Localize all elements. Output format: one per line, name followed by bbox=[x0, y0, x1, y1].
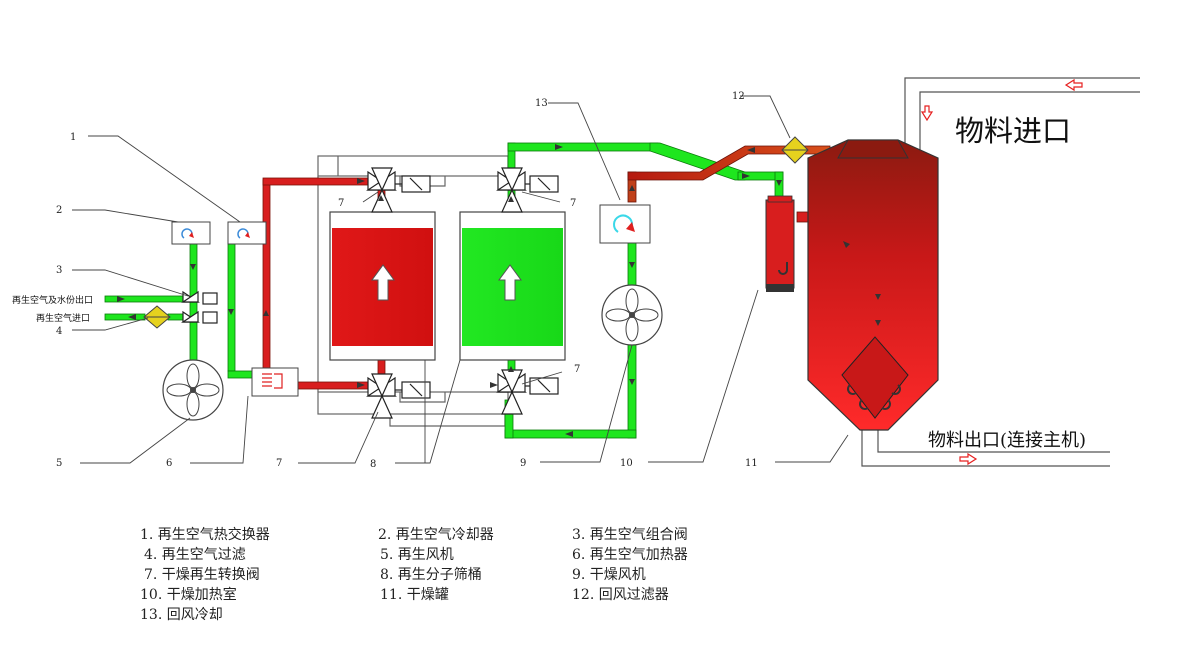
material-inlet-label: 物料进口 bbox=[955, 114, 1072, 148]
legend-item-11: 11. 干燥罐 bbox=[380, 587, 449, 603]
callout-3: 3 bbox=[56, 265, 62, 276]
material-lines bbox=[861, 77, 1140, 467]
regen-heat-exchanger-box bbox=[227, 221, 267, 245]
switch-valves bbox=[181, 167, 559, 419]
return-air-cooler-box bbox=[599, 204, 651, 244]
regen-cooler-box bbox=[171, 221, 211, 245]
callout-7b: 7 bbox=[338, 198, 344, 209]
sieve-tank-drying bbox=[459, 211, 566, 361]
callout-11: 11 bbox=[745, 458, 758, 469]
regen-air-inlet-label: 再生空气进口 bbox=[36, 314, 91, 324]
callout-10: 10 bbox=[620, 458, 633, 469]
callout-7d: 7 bbox=[574, 364, 580, 375]
drying-hopper bbox=[807, 139, 939, 431]
legend-item-10: 10. 干燥加热室 bbox=[140, 587, 237, 603]
callout-13: 13 bbox=[535, 98, 548, 109]
legend-item-12: 12. 回风过滤器 bbox=[572, 587, 669, 603]
regen-fan bbox=[162, 359, 224, 421]
legend-item-6: 6. 再生空气加热器 bbox=[572, 547, 688, 563]
legend-item-7: 7. 干燥再生转换阀 bbox=[144, 567, 260, 583]
legend-item-5: 5. 再生风机 bbox=[380, 547, 454, 563]
callout-7c: 7 bbox=[570, 198, 576, 209]
material-outlet-label: 物料出口(连接主机) bbox=[928, 430, 1087, 451]
legend-item-4: 4. 再生空气过滤 bbox=[144, 547, 246, 563]
callout-8: 8 bbox=[370, 459, 376, 470]
callout-9: 9 bbox=[520, 458, 526, 469]
valve-icon bbox=[366, 167, 431, 213]
swirl-arrows bbox=[778, 262, 901, 410]
material-flow-arrows bbox=[920, 78, 1083, 466]
callout-numbers: 1 2 3 4 5 6 7 7 7 7 8 9 10 11 12 13 bbox=[56, 91, 758, 470]
legend-item-3: 3. 再生空气组合阀 bbox=[572, 527, 688, 543]
legend-item-13: 13. 回风冷却 bbox=[140, 607, 223, 623]
legend-item-8: 8. 再生分子筛桶 bbox=[380, 567, 482, 583]
regen-heater-box bbox=[251, 367, 299, 397]
legend-item-9: 9. 干燥风机 bbox=[572, 567, 646, 583]
callout-6: 6 bbox=[166, 458, 172, 469]
tank-up-arrow-icon bbox=[371, 264, 522, 301]
legend-item-1: 1. 再生空气热交换器 bbox=[140, 527, 270, 543]
drying-heater bbox=[765, 195, 795, 292]
valve-icon bbox=[496, 369, 559, 415]
callout-12: 12 bbox=[732, 91, 745, 102]
callout-2: 2 bbox=[56, 205, 62, 216]
callout-7a: 7 bbox=[276, 458, 282, 469]
callout-1: 1 bbox=[70, 132, 76, 143]
callout-5: 5 bbox=[56, 458, 62, 469]
sieve-tank-regen bbox=[329, 211, 436, 361]
callout-leaders bbox=[72, 95, 849, 464]
valve-icon bbox=[366, 373, 431, 419]
drying-fan bbox=[601, 284, 663, 346]
filter-icons bbox=[143, 136, 809, 329]
legend-item-2: 2. 再生空气冷却器 bbox=[378, 527, 494, 543]
combo-valve-icon bbox=[181, 290, 218, 324]
callout-4: 4 bbox=[56, 326, 62, 337]
flow-arrows bbox=[117, 144, 881, 437]
regen-air-moisture-outlet-label: 再生空气及水份出口 bbox=[12, 296, 94, 306]
valve-icon bbox=[496, 167, 559, 213]
